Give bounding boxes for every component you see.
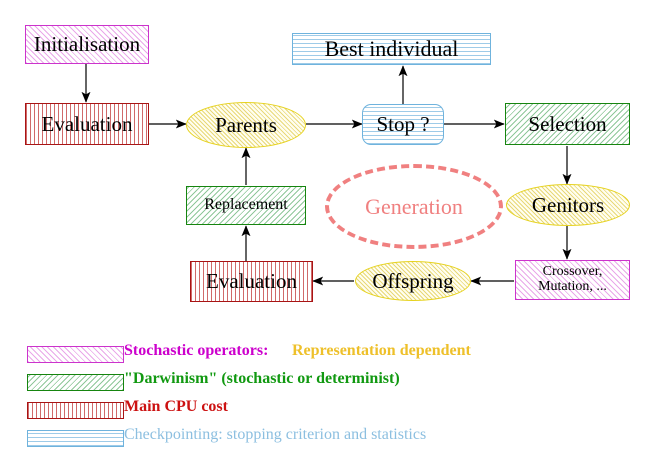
node-generation-label: Generation	[365, 193, 463, 219]
node-selection[interactable]: Selection	[505, 103, 630, 145]
node-stop-label: Stop ?	[376, 112, 430, 137]
node-evaluation-top[interactable]: Evaluation	[25, 103, 149, 145]
node-genitors-label: Genitors	[531, 192, 605, 217]
node-parents-label: Parents	[215, 112, 277, 137]
node-operators-label-line1: Crossover,	[542, 264, 603, 280]
node-stop[interactable]: Stop ?	[362, 104, 444, 145]
node-initialisation-label: Initialisation	[33, 32, 141, 57]
node-best-individual-label: Best individual	[324, 36, 459, 62]
legend-label-stochastic-operators: Stochastic operators:	[124, 342, 269, 359]
legend-row: "Darwinism" (stochastic or determinist)	[0, 370, 662, 402]
legend-label-checkpointing: Checkpointing: stopping criterion and st…	[124, 426, 427, 443]
node-operators-label-line2: Mutation, ...	[538, 279, 607, 294]
node-offspring-label: Offspring	[372, 268, 454, 293]
legend-swatch-darwinism	[27, 374, 124, 391]
node-initialisation[interactable]: Initialisation	[25, 25, 149, 64]
legend-row: Stochastic operators: Representation dep…	[0, 342, 662, 374]
legend-swatch-checkpointing	[27, 430, 124, 447]
node-operators[interactable]: Crossover, Mutation, ...	[515, 260, 630, 300]
node-selection-label: Selection	[528, 111, 607, 136]
node-offspring[interactable]: Offspring	[355, 261, 471, 301]
legend-label-darwinism: "Darwinism" (stochastic or determinist)	[124, 370, 400, 387]
legend-label-main-cpu-cost: Main CPU cost	[124, 398, 228, 415]
node-generation: Generation	[325, 164, 503, 249]
node-replacement[interactable]: Replacement	[186, 186, 306, 225]
node-evaluation-top-label: Evaluation	[41, 111, 133, 136]
legend-swatch-main-cpu-cost	[27, 402, 124, 419]
legend-label-representation-dependent: Representation dependent	[292, 342, 471, 359]
node-best-individual[interactable]: Best individual	[292, 33, 491, 65]
legend: Stochastic operators: Representation dep…	[0, 330, 662, 471]
node-evaluation-bottom[interactable]: Evaluation	[190, 261, 313, 302]
node-evaluation-bottom-label: Evaluation	[206, 269, 297, 294]
legend-row: Checkpointing: stopping criterion and st…	[0, 426, 662, 458]
node-parents[interactable]: Parents	[186, 102, 306, 148]
legend-row: Main CPU cost	[0, 398, 662, 430]
node-replacement-label: Replacement	[204, 196, 288, 214]
node-genitors[interactable]: Genitors	[506, 184, 630, 226]
legend-swatch-stochastic-operators	[27, 346, 124, 363]
